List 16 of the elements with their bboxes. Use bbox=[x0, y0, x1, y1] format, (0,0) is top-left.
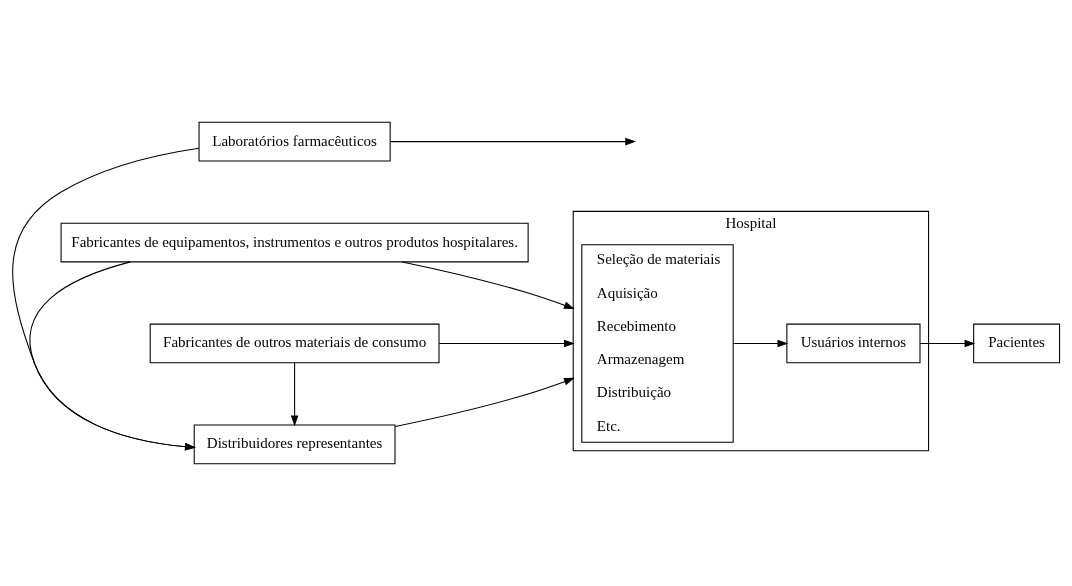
arrow bbox=[394, 377, 575, 427]
arrow bbox=[290, 362, 299, 427]
arrow bbox=[29, 261, 196, 451]
node-box: Seleção de materiais Aquisição Recebimento Armazenagem Distribuição Etc. bbox=[581, 244, 734, 443]
node-box: Fabricantes de equipamentos, instrumentos e outros produtos hospitalares. bbox=[60, 222, 529, 263]
node-box: Distribuidores representantes bbox=[193, 424, 396, 465]
node-box: Pacientes bbox=[973, 323, 1061, 364]
node-box: Fabricantes de outros materiais de consumo bbox=[149, 323, 440, 364]
node-box: Usuários internos bbox=[786, 323, 921, 364]
node-box: Laboratórios farmacêuticos bbox=[198, 121, 391, 162]
arrow bbox=[401, 261, 575, 310]
arrow bbox=[12, 147, 200, 451]
arrow bbox=[389, 137, 636, 146]
arrow bbox=[919, 339, 976, 348]
arrow bbox=[732, 339, 789, 348]
arrow bbox=[438, 339, 575, 348]
